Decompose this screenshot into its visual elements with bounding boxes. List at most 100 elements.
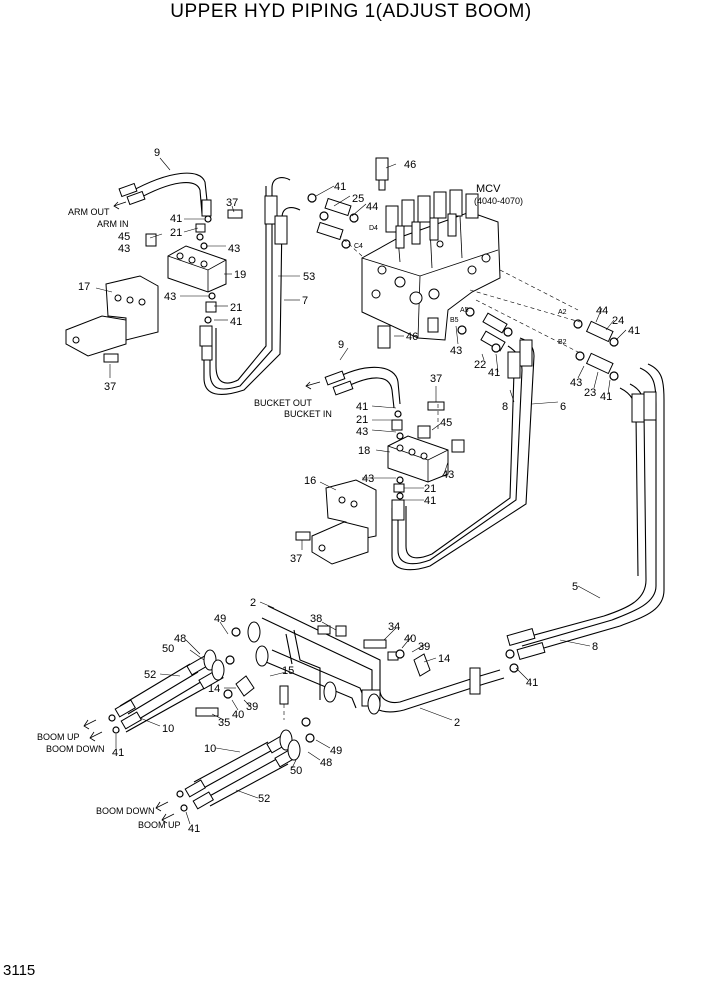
callout-43: 43 — [164, 291, 176, 303]
callout-8: 8 — [502, 401, 508, 413]
callout-37: 37 — [290, 553, 302, 565]
callout-21: 21 — [230, 302, 242, 314]
arm-block-19 — [167, 245, 227, 293]
callout-39: 39 — [246, 701, 258, 713]
callout-41: 41 — [526, 677, 538, 689]
boom-up-label-left: BOOM UP — [37, 732, 80, 742]
callout-9: 9 — [154, 147, 160, 159]
bolt-37a — [103, 353, 119, 363]
callout-41: 41 — [356, 401, 368, 413]
callout-48: 48 — [174, 633, 186, 645]
callout-5: 5 — [572, 581, 578, 593]
boom-main-pipes-2 — [261, 605, 505, 713]
page-number: 3115 — [3, 962, 36, 979]
mcv-valve-block — [361, 189, 501, 341]
callout-45: 45 — [440, 417, 452, 429]
callout-41: 41 — [170, 213, 182, 225]
callout-43: 43 — [118, 243, 130, 255]
arm-out-label: ARM OUT — [68, 207, 110, 217]
callout-41: 41 — [600, 391, 612, 403]
callout-22: 22 — [474, 359, 486, 371]
port-a2: A2 — [558, 309, 567, 316]
boom-pipes-5-8 — [505, 363, 665, 673]
arrow-icon — [83, 719, 97, 730]
callout-41: 41 — [424, 495, 436, 507]
bucket-in-label: BUCKET IN — [284, 409, 332, 419]
bolt-34-35 — [195, 639, 405, 717]
callout-6: 6 — [560, 401, 566, 413]
arm-pipes-53-7 — [199, 177, 301, 396]
port-c4: C4 — [354, 243, 363, 250]
arrow-icon — [89, 731, 103, 742]
bucket-block-18 — [387, 401, 465, 483]
fitting-15 — [279, 685, 289, 720]
bolt-37b — [295, 531, 311, 541]
leader-lines — [95, 157, 627, 825]
callout-43: 43 — [442, 469, 454, 481]
bucket-out-label: BUCKET OUT — [254, 398, 312, 408]
callout-10: 10 — [204, 743, 216, 755]
boom-flanges — [225, 621, 381, 743]
callout-2: 2 — [250, 597, 256, 609]
callout-21: 21 — [170, 227, 182, 239]
callout-37: 37 — [104, 381, 116, 393]
callout-50: 50 — [162, 643, 174, 655]
arrow-icon — [305, 381, 321, 390]
callout-43: 43 — [356, 426, 368, 438]
arm-fittings — [145, 209, 243, 324]
callout-48: 48 — [320, 757, 332, 769]
callout-9: 9 — [338, 339, 344, 351]
arrow-icon — [161, 813, 175, 824]
bracket-17 — [65, 275, 159, 357]
mcv-inlet-fittings — [307, 193, 359, 249]
arm-hoses — [118, 172, 212, 217]
callout-25: 25 — [352, 193, 364, 205]
boom-down-label-left: BOOM DOWN — [46, 744, 105, 754]
callout-8: 8 — [592, 641, 598, 653]
callout-41: 41 — [112, 747, 124, 759]
callout-2: 2 — [454, 717, 460, 729]
part-callouts: 9 46 41 25 44 37 41 21 45 43 43 17 19 43… — [78, 147, 640, 835]
boom-down-label-lower: BOOM DOWN — [96, 806, 155, 816]
a2-b2-fittings — [573, 319, 619, 381]
callout-18: 18 — [358, 445, 370, 457]
callout-43: 43 — [228, 243, 240, 255]
fitting-46-top — [375, 157, 389, 191]
callout-49: 49 — [330, 745, 342, 757]
page-title: UPPER HYD PIPING 1(ADJUST BOOM) — [170, 1, 532, 22]
callout-53: 53 — [303, 271, 315, 283]
port-b5: B5 — [450, 317, 459, 324]
callout-21: 21 — [356, 414, 368, 426]
callout-44: 44 — [596, 305, 608, 317]
callout-43: 43 — [570, 377, 582, 389]
callout-34: 34 — [388, 621, 400, 633]
callout-17: 17 — [78, 281, 90, 293]
callout-46: 46 — [406, 331, 418, 343]
callout-35: 35 — [218, 717, 230, 729]
port-labels: MCV (4040-4070) D4 C4 A5 B5 A2 B2 — [354, 183, 567, 346]
callout-46: 46 — [404, 159, 416, 171]
callout-45: 45 — [118, 231, 130, 243]
callout-38: 38 — [310, 613, 322, 625]
callout-23: 23 — [584, 387, 596, 399]
boom-up-label-lower: BOOM UP — [138, 820, 181, 830]
callout-7: 7 — [302, 295, 308, 307]
a5-b5-fittings — [457, 307, 513, 353]
callout-49: 49 — [214, 613, 226, 625]
bucket-hoses — [324, 366, 404, 440]
bucket-pipes-8-6 — [391, 337, 535, 571]
callout-16: 16 — [304, 475, 316, 487]
callout-41: 41 — [488, 367, 500, 379]
callout-50: 50 — [290, 765, 302, 777]
callout-14: 14 — [438, 653, 450, 665]
arrow-icon — [113, 201, 127, 210]
callout-52: 52 — [144, 669, 156, 681]
callout-52: 52 — [258, 793, 270, 805]
callout-41: 41 — [334, 181, 346, 193]
callout-24: 24 — [612, 315, 624, 327]
callout-15: 15 — [282, 665, 294, 677]
callout-41: 41 — [628, 325, 640, 337]
callout-41: 41 — [230, 316, 242, 328]
mcv-range-label: (4040-4070) — [474, 196, 523, 206]
